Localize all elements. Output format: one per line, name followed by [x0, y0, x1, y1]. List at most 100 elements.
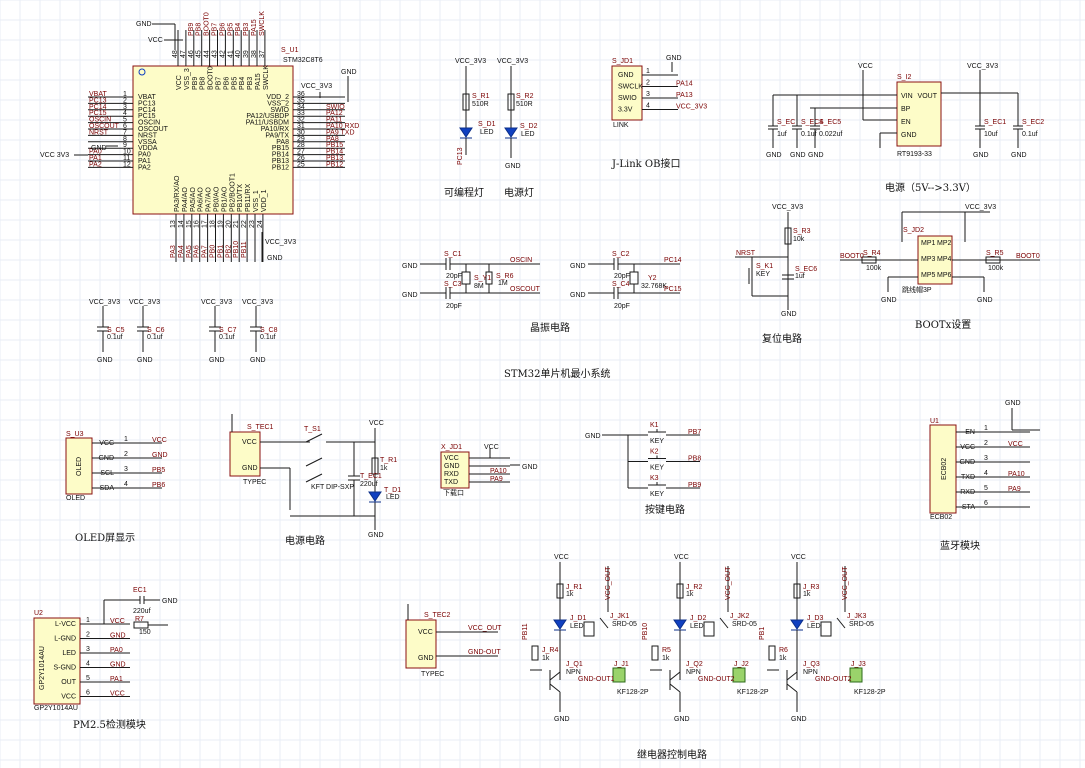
mcu-pin-num: 31: [297, 123, 305, 130]
typec1-part: TYPEC: [243, 479, 266, 486]
jlink-pin-label: SWCLK: [618, 84, 643, 91]
relay-led-ref: J_D1: [570, 615, 586, 622]
pm-part-vert: GP2Y1014AU: [39, 646, 46, 690]
key-net: PB7: [688, 429, 701, 436]
cr-gnd1: GND: [402, 263, 418, 270]
pm-part: GP2Y1014AU: [34, 705, 78, 712]
mcu-pin-label: VSS_1: [253, 190, 260, 212]
decap-val: 0.1uf: [260, 334, 276, 341]
typec2-gnd-pin: GND: [418, 655, 434, 662]
typec2-net-vcc: VCC_OUT: [468, 625, 502, 632]
pm-net-label: PA0: [110, 647, 123, 654]
mcu-net-label: PB1: [217, 245, 224, 258]
relay-r-top: [556, 583, 564, 599]
mcu-gnd-right-label: GND: [341, 69, 357, 76]
led-gnd-label: GND: [505, 163, 521, 170]
decap-ref: S_C6: [147, 327, 165, 334]
pm-ec-val: 220uf: [133, 608, 151, 615]
mcu-net-label: OSCIN: [89, 117, 111, 124]
mcu-net-label: PA8: [326, 136, 339, 143]
oled-ref: S_U3: [66, 431, 84, 438]
typec1-body: [229, 431, 261, 477]
typec2-body: [405, 619, 437, 669]
mcu-ref: S_U1: [281, 47, 299, 54]
mcu-pin-label: PB9: [192, 77, 199, 90]
mcu-pin-num: 32: [297, 117, 305, 124]
title-pm25: PM2.5检测模块: [73, 718, 146, 731]
mcu-net-label: SWCLK: [259, 11, 266, 36]
relay-led-icon: [673, 619, 687, 630]
mcu-pin-label: PA6/AO: [198, 187, 205, 212]
oscout-net: OSCOUT: [510, 286, 541, 293]
relay-coil-icon: [583, 621, 595, 637]
relay-r-base-ref: R5: [662, 647, 671, 654]
title-bluetooth: 蓝牙模块: [940, 540, 980, 552]
switch-part: KFT DIP-SXP: [311, 484, 354, 491]
jlink-pin-label: GND: [618, 72, 634, 79]
relay-led-ref: J_D3: [807, 615, 823, 622]
mcu-pin-num: 5: [123, 117, 127, 124]
relay-r-top-val: 1k: [566, 591, 574, 598]
oled-pin-num: 4: [124, 481, 128, 488]
power-cap-ref: S_EC2: [1022, 119, 1044, 126]
pm-pin-num: 5: [86, 675, 90, 682]
mcu-gnd-left-label: GND: [91, 145, 107, 152]
relay-r-base-ref: J_R4: [542, 647, 558, 654]
r3-ref: S_R3: [793, 228, 811, 235]
oled-body: [65, 437, 93, 495]
pm-body: [33, 617, 81, 705]
jlink-net-label: PA14: [676, 81, 693, 88]
mcu-pin-num: 14: [178, 220, 185, 228]
mcu-net-label: PA11: [326, 117, 342, 124]
d2-type: LED: [521, 131, 535, 138]
bt-part-bottom: ECB02: [930, 514, 952, 521]
ec6-ref: S_EC6: [795, 266, 817, 273]
uart-pin-label: RXD: [444, 471, 459, 478]
oled-pin-num: 3: [124, 466, 128, 473]
mcu-net-label: VBAT: [89, 91, 107, 98]
typec1-ref: S_TEC1: [247, 424, 274, 431]
mcu-pin-label: OSCOUT: [138, 126, 169, 133]
mcu-pin-num: 1: [123, 91, 127, 98]
mcu-pin-num: 43: [212, 50, 219, 58]
relay-led-type: LED: [690, 623, 704, 630]
mcu-net-label: PA1: [89, 155, 102, 162]
y2-ref: Y2: [648, 275, 657, 282]
mcu-pin-num: 2: [123, 97, 127, 104]
oled-pin-num: 1: [124, 436, 128, 443]
mcu-net-label: PB11: [241, 241, 248, 258]
mcu-gnd-top-label: GND: [136, 21, 152, 28]
cr-gnd3: GND: [570, 263, 586, 270]
power-cap-gnd: GND: [973, 152, 989, 159]
mcu-net-label: PA9 TXD: [326, 129, 355, 136]
boot-jumper-body: [917, 235, 953, 285]
pc-gnd: GND: [368, 532, 384, 539]
pc-r1-icon: [371, 457, 379, 475]
relay-led-type: LED: [807, 623, 821, 630]
pm-pin-num: 1: [86, 617, 90, 624]
c4-ref: S_C4: [612, 281, 630, 288]
boot-r4-icon: [861, 256, 877, 264]
typec1-vcc-pin: VCC: [242, 439, 257, 446]
mcu-net-label: OSCOUT: [89, 123, 120, 130]
oled-net-label: GND: [152, 452, 168, 459]
pm-pin-label: VCC: [61, 694, 76, 701]
jlink-gnd: GND: [666, 55, 682, 62]
mcu-pin-label: BOOT0: [208, 66, 215, 90]
mcu-block: S_U1 STM32C8T6 VBAT1VBATPC132PC13PC143PC…: [40, 11, 359, 262]
boot-pin-label: MP4: [937, 256, 952, 263]
mcu-pin-label: PC14: [138, 107, 156, 114]
r1-val: 510R: [472, 101, 489, 108]
mcu-left-pins: VBAT1VBATPC132PC13PC143PC14PC154PC15OSCI…: [88, 91, 169, 171]
title-power-circuit: 电源电路: [285, 534, 325, 547]
pm-ec-ref: EC1: [133, 587, 147, 594]
mcu-pin-label: PA11/USBDM: [246, 120, 289, 127]
mcu-pin-num: 27: [297, 149, 305, 156]
relay-in-net: PB11: [522, 623, 529, 640]
power-pin-label: EN: [901, 119, 911, 126]
